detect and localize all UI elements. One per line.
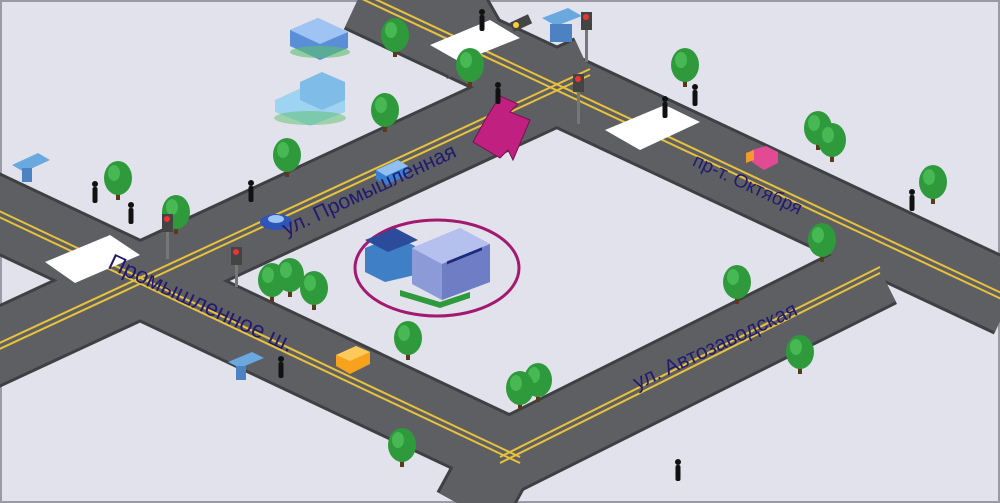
traffic-light-icon xyxy=(573,74,584,124)
road-marking xyxy=(0,210,521,458)
pedestrian-icon xyxy=(662,96,668,118)
pedestrian-icon xyxy=(495,82,501,104)
traffic-light-icon xyxy=(231,247,242,287)
tree-icon xyxy=(804,111,832,150)
pedestrian-icon xyxy=(675,459,681,481)
traffic-light-icon xyxy=(509,14,533,32)
tree-icon xyxy=(371,93,399,132)
pedestrian-icon xyxy=(479,9,485,31)
crosswalks xyxy=(45,20,700,283)
pedestrian-icon xyxy=(278,356,284,378)
tree-icon xyxy=(381,18,409,57)
background-buildings xyxy=(12,8,582,380)
tree-icon xyxy=(273,138,301,177)
crosswalk xyxy=(45,235,140,283)
road-marking xyxy=(499,266,881,458)
car-icon xyxy=(260,214,292,230)
tree-icon xyxy=(723,265,751,304)
truck-icon xyxy=(746,146,778,170)
tree-icon xyxy=(456,48,484,87)
tree-icon xyxy=(919,165,947,204)
tree-icon xyxy=(276,258,304,297)
tree-icon xyxy=(786,335,814,374)
truck-icon xyxy=(336,346,370,374)
road-avtozavodskaya xyxy=(484,238,896,492)
pedestrians xyxy=(92,9,915,481)
road-marking xyxy=(0,216,521,464)
bus-stop-icon xyxy=(12,153,50,182)
tree-icon xyxy=(818,123,846,162)
traffic-lights xyxy=(162,12,592,287)
pedestrian-icon xyxy=(128,202,134,224)
building-icon xyxy=(274,72,346,126)
truck-icon xyxy=(376,160,408,185)
trees xyxy=(104,18,947,467)
road-promyshlennoe-sh xyxy=(0,175,535,492)
crosswalk xyxy=(430,20,520,62)
road-south xyxy=(439,438,531,503)
destination-building xyxy=(365,228,490,308)
road-marking xyxy=(499,272,881,464)
pedestrian-icon xyxy=(92,181,98,203)
tree-icon xyxy=(671,48,699,87)
building-icon xyxy=(290,18,350,60)
vehicles xyxy=(260,146,778,374)
destination-highlight xyxy=(353,218,521,318)
tree-icon xyxy=(388,428,416,467)
traffic-light-icon xyxy=(581,12,592,62)
pedestrian-icon xyxy=(909,189,915,211)
destination-arrow xyxy=(472,95,531,162)
pedestrian-icon xyxy=(248,180,254,202)
tree-icon xyxy=(104,161,132,200)
tree-icon xyxy=(394,321,422,360)
crosswalk xyxy=(605,105,700,150)
tree-icon xyxy=(808,223,836,262)
pedestrian-icon xyxy=(692,84,698,106)
tree-icon xyxy=(506,371,534,410)
traffic-light-icon xyxy=(162,214,173,259)
bus-stop-icon xyxy=(542,8,582,42)
tree-icon xyxy=(300,271,328,310)
bus-stop-icon xyxy=(228,352,264,380)
